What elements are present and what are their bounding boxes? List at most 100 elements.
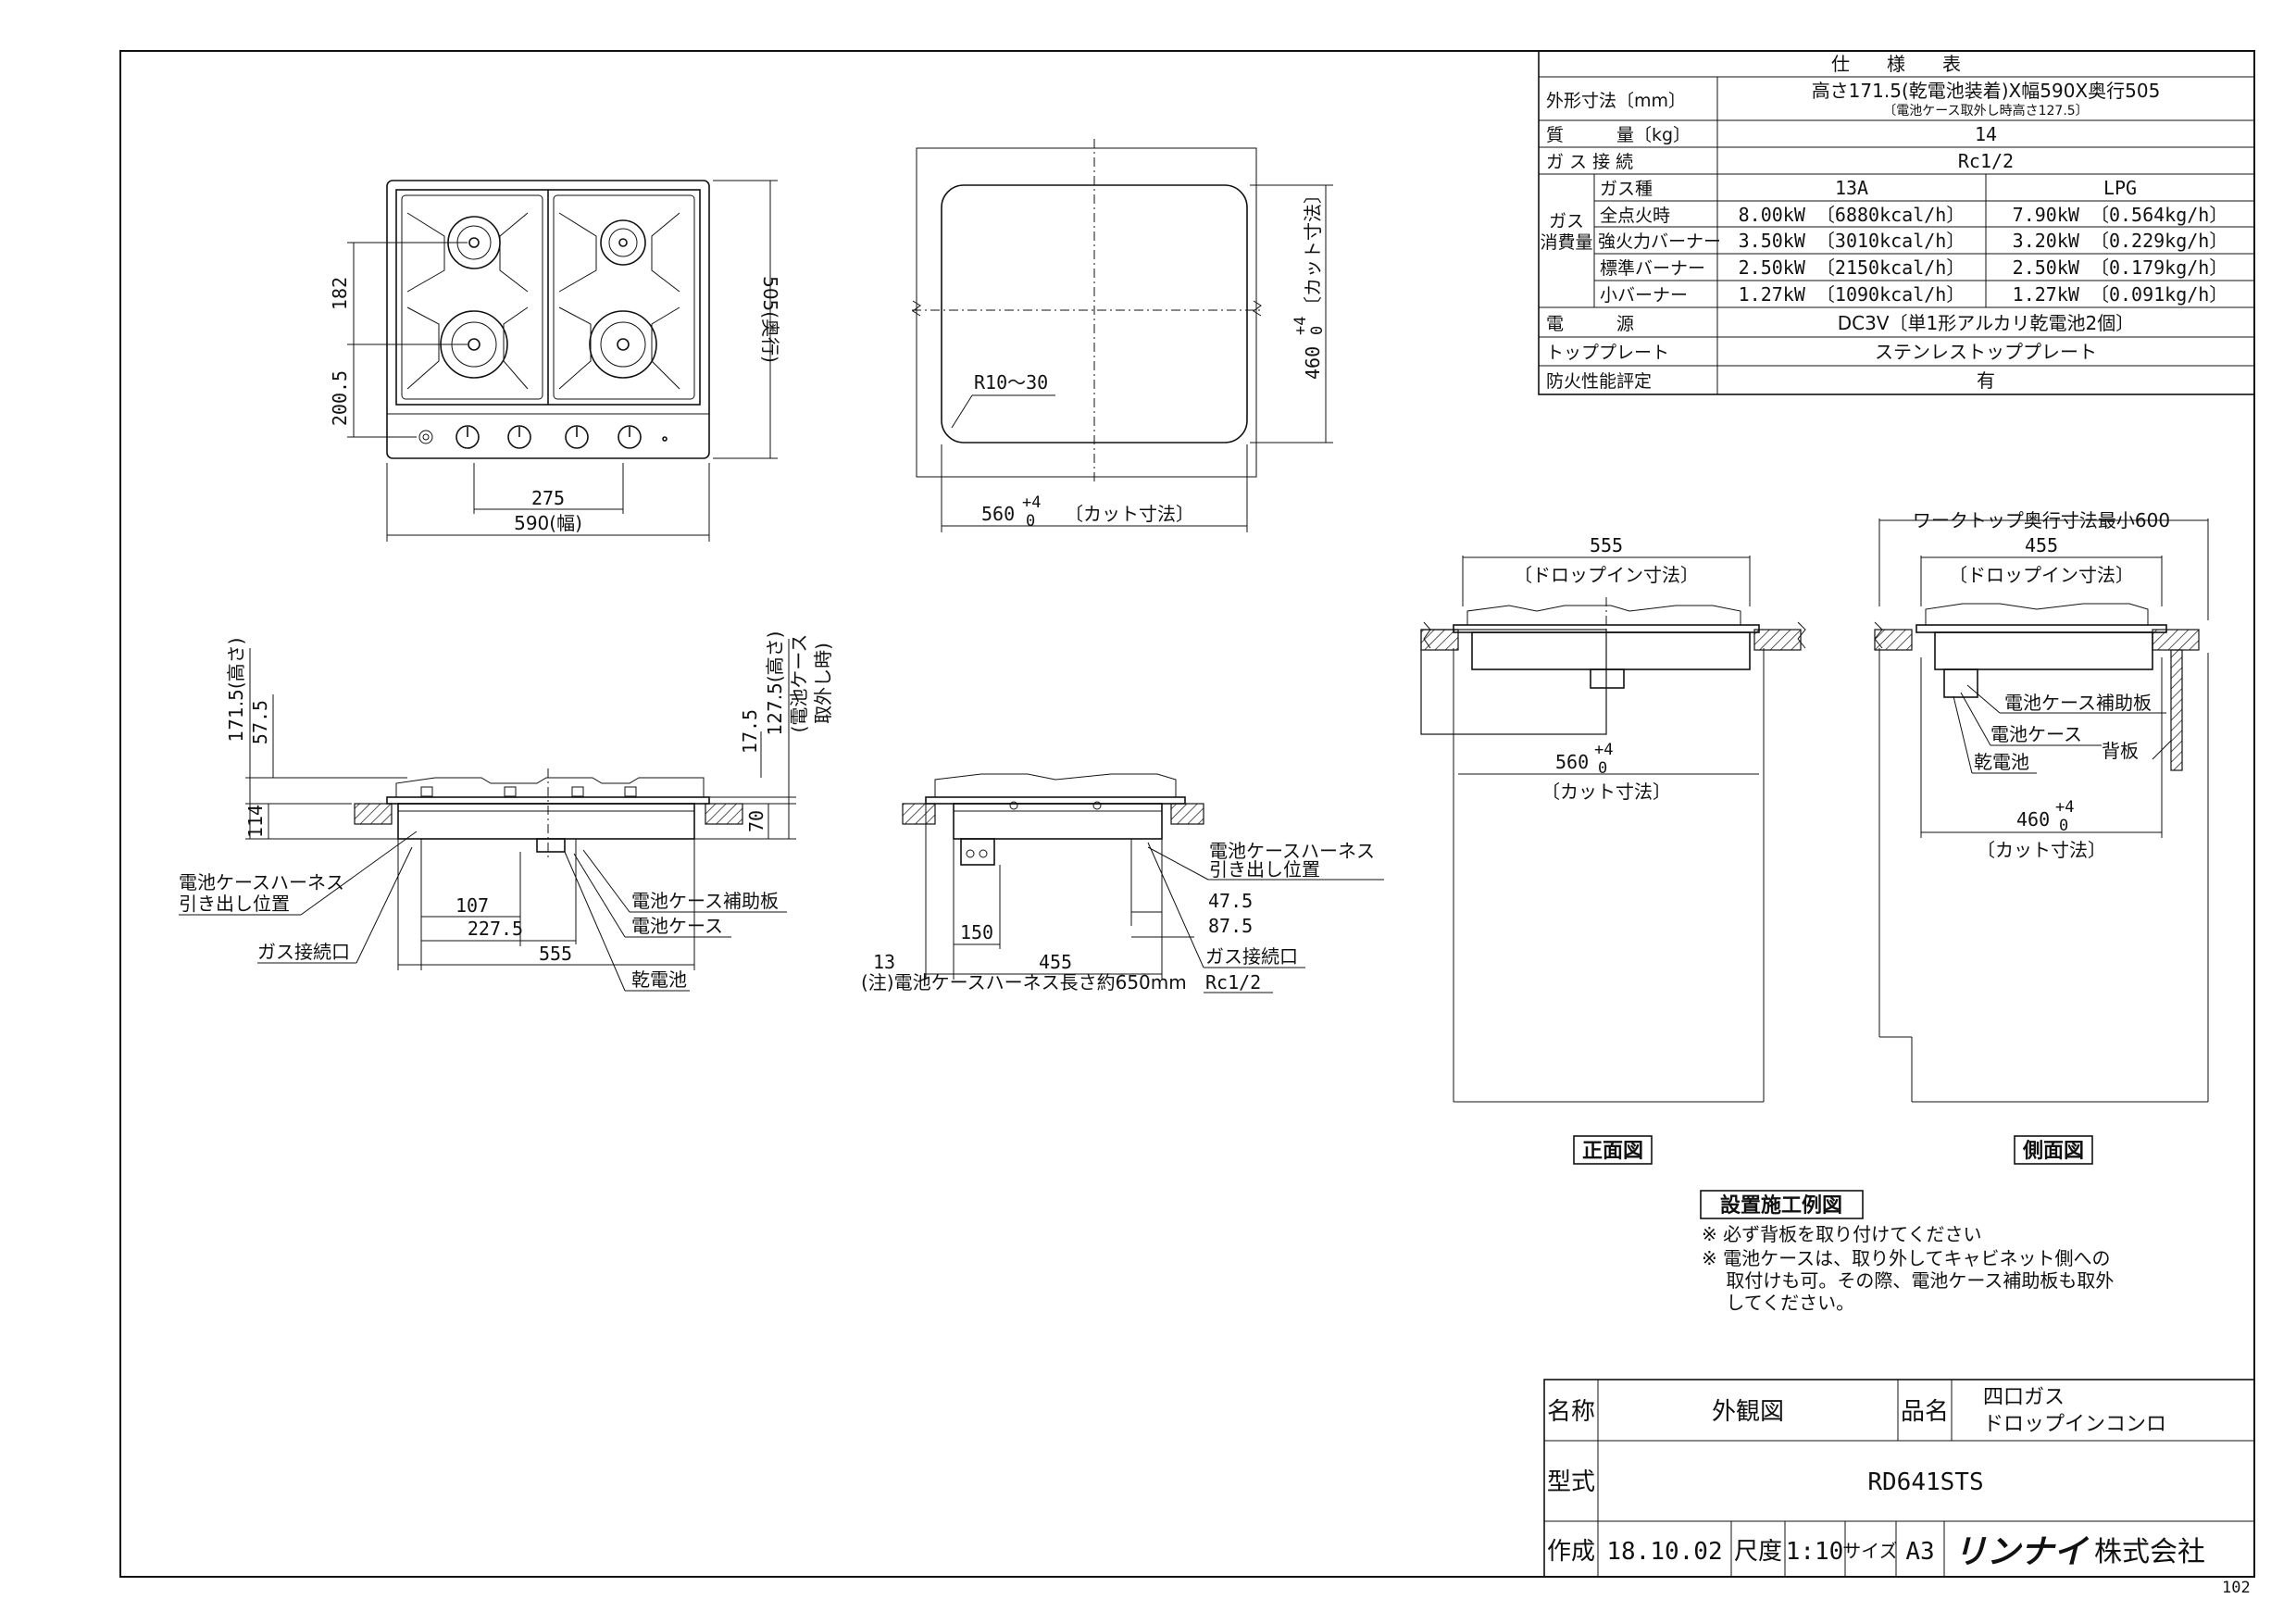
dim-171-5: 171.5(高さ) <box>225 638 247 743</box>
side-gas-port: ガス接続口 <box>1205 945 1298 968</box>
spec-value-mass: 14 <box>1975 123 1997 145</box>
install-notes-title: 設置施工例図 <box>1720 1193 1842 1218</box>
spec-label-power: 電 源 <box>1546 314 1634 334</box>
spec-label-mass: 質 量〔kg〕 <box>1546 125 1691 145</box>
front-harness-2: 引き出し位置 <box>179 893 290 915</box>
cutout-dim-560-tol0: 0 <box>1026 512 1035 531</box>
spec-label-topplate: トッププレート <box>1546 343 1669 363</box>
tb-scale-label: 尺度 <box>1734 1538 1782 1566</box>
install-note-line: ※ 必ず背板を取り付けてください <box>1702 1223 1982 1245</box>
cutout-dim-560-tol: +4 <box>1022 493 1041 512</box>
spec-gas-header-label: ガス種 <box>1600 179 1653 199</box>
install-side-plate: 電池ケース補助板 <box>2004 692 2152 714</box>
side-dim-47-5: 47.5 <box>1208 890 1253 912</box>
spec-gas-row-13a: 1.27kW 〔1090kcal/h〕 <box>1739 283 1965 306</box>
spec-gas-group-1: ガス <box>1549 211 1584 231</box>
tb-size-label: サイズ <box>1842 1540 1897 1562</box>
dim-127-note-2: 取外し時) <box>812 643 834 724</box>
tb-name-label: 名称 <box>1547 1398 1595 1426</box>
cutout-dim-460: 460 <box>1302 346 1324 380</box>
install-front-560: 560 <box>1555 751 1589 773</box>
spec-gas-row-13a: 2.50kW 〔2150kcal/h〕 <box>1739 256 1965 279</box>
cutout-dim-460-tol: +4 <box>1292 317 1310 335</box>
dim-114: 114 <box>244 805 267 838</box>
spec-value-fire: 有 <box>1977 369 1995 392</box>
cutout-view: R10～30 560 +4 0 〔カット寸法〕 460 +4 0 〔カット寸法〕 <box>912 139 1333 532</box>
top-view: 275 590(幅) 505(奥行) 182 200.5 <box>329 180 781 542</box>
spec-gas-row-label: 強火力バーナー <box>1598 231 1721 252</box>
sheet-border <box>119 50 2255 1578</box>
dim-182: 182 <box>329 277 351 310</box>
dim-127-note-1: (電池ケース <box>788 634 810 733</box>
install-side-460: 460 <box>2016 808 2050 831</box>
tb-product-label: 品名 <box>1901 1398 1949 1426</box>
tb-product-value-1: 四口ガス <box>1983 1386 2065 1409</box>
side-gas-rc: Rc1/2 <box>1205 971 1261 993</box>
dim-200-5: 200.5 <box>329 370 351 426</box>
install-side-case: 電池ケース <box>1990 723 2082 745</box>
install-note-line: 取付けも可。その際、電池ケース補助板も取外 <box>1702 1269 2114 1292</box>
dim-555: 555 <box>539 943 572 965</box>
tb-made-label: 作成 <box>1547 1538 1595 1566</box>
dim-227-5: 227.5 <box>468 918 523 940</box>
install-side-tol0: 0 <box>2059 817 2068 835</box>
dim-505: 505(奥行) <box>759 276 781 363</box>
install-front: 555 〔ドロップイン寸法〕 560 +4 0 〔カット寸法〕 正面図 <box>1420 534 1806 1165</box>
cutout-dim-560-note: 〔カット寸法〕 <box>1065 503 1194 525</box>
cutout-radius: R10～30 <box>974 371 1048 394</box>
front-harness-1: 電池ケースハーネス <box>179 871 344 893</box>
tb-name-value: 外観図 <box>1712 1398 1784 1426</box>
side-elevation: 13 150 455 47.5 87.5 電池ケースハーネス 引き出し位置 ガス… <box>861 773 1384 993</box>
side-harness-2: 引き出し位置 <box>1209 858 1320 881</box>
cutout-dim-560: 560 <box>981 503 1015 525</box>
spec-value-topplate: ステンレストッププレート <box>1875 341 2097 363</box>
dim-590: 590(幅) <box>514 512 582 534</box>
spec-gas-row-13a: 3.50kW 〔3010kcal/h〕 <box>1739 230 1965 252</box>
tb-product-value-2: ドロップインコンロ <box>1983 1413 2166 1436</box>
install-note-line: してください。 <box>1702 1292 1854 1314</box>
spec-gas-header-13a: 13A <box>1835 177 1868 199</box>
spec-gas-row-13a: 8.00kW 〔6880kcal/h〕 <box>1739 204 1965 226</box>
install-front-tol: +4 <box>1594 741 1613 759</box>
dim-127-5: 127.5(高さ) <box>764 631 786 736</box>
install-side-cut: 〔カット寸法〕 <box>1977 839 2106 861</box>
cutout-dim-460-note: 〔カット寸法〕 <box>1302 185 1324 315</box>
install-notes: 設置施工例図 ※ 必ず背板を取り付けてください ※ 電池ケースは、取り外してキャ… <box>1700 1190 2114 1314</box>
install-side-back: 背板 <box>2102 740 2139 762</box>
spec-label-size: 外形寸法〔mm〕 <box>1546 91 1686 111</box>
company-suffix: 株式会社 <box>2094 1536 2205 1568</box>
install-front-555: 555 <box>1590 534 1623 556</box>
sheet-number: 102 <box>2222 1579 2251 1597</box>
side-dim-150: 150 <box>960 921 993 943</box>
side-dim-13: 13 <box>873 951 895 973</box>
tb-scale-value: 1:10 <box>1786 1538 1844 1566</box>
spec-gas-row-lpg: 7.90kW 〔0.564kg/h〕 <box>2013 204 2228 226</box>
front-gas-port: ガス接続口 <box>257 941 350 963</box>
spec-label-gas-conn: ガ ス 接 続 <box>1546 152 1633 172</box>
spec-label-fire: 防火性能評定 <box>1546 371 1652 392</box>
tb-made-value: 18.10.02 <box>1606 1538 1722 1566</box>
side-dim-455: 455 <box>1039 951 1072 973</box>
install-side-caption: 側面図 <box>2022 1140 2084 1163</box>
front-battery: 乾電池 <box>631 968 687 991</box>
side-harness-1: 電池ケースハーネス <box>1209 840 1375 862</box>
install-front-dropin: 〔ドロップイン寸法〕 <box>1514 564 1699 586</box>
install-side-battery: 乾電池 <box>1974 751 2029 773</box>
install-side-worktop: ワークトップ奥行寸法最小600 <box>1913 509 2170 531</box>
install-front-tol0: 0 <box>1598 759 1607 778</box>
title-block: 名称 外観図 品名 四口ガス ドロップインコンロ 型式 RD641STS 作成 … <box>1543 1379 2255 1578</box>
tb-model-value: RD641STS <box>1867 1468 1983 1496</box>
spec-table: 仕 様 表 外形寸法〔mm〕 高さ171.5(乾電池装着)X幅590X奥行505… <box>1538 50 2255 395</box>
dim-70: 70 <box>745 810 767 832</box>
install-side-455: 455 <box>2025 534 2058 556</box>
install-side-dropin: 〔ドロップイン寸法〕 <box>1949 564 2134 586</box>
install-note-line: ※ 電池ケースは、取り外してキャビネット側への <box>1702 1247 2111 1269</box>
tb-model-label: 型式 <box>1547 1468 1595 1496</box>
install-front-caption: 正面図 <box>1582 1140 1643 1163</box>
install-front-cut: 〔カット寸法〕 <box>1541 781 1671 803</box>
spec-value-gas-conn: Rc1/2 <box>1958 150 2014 172</box>
spec-value-size: 高さ171.5(乾電池装着)X幅590X奥行505 <box>1812 80 2161 102</box>
install-side-tol: +4 <box>2055 798 2074 817</box>
dim-275: 275 <box>531 487 565 509</box>
